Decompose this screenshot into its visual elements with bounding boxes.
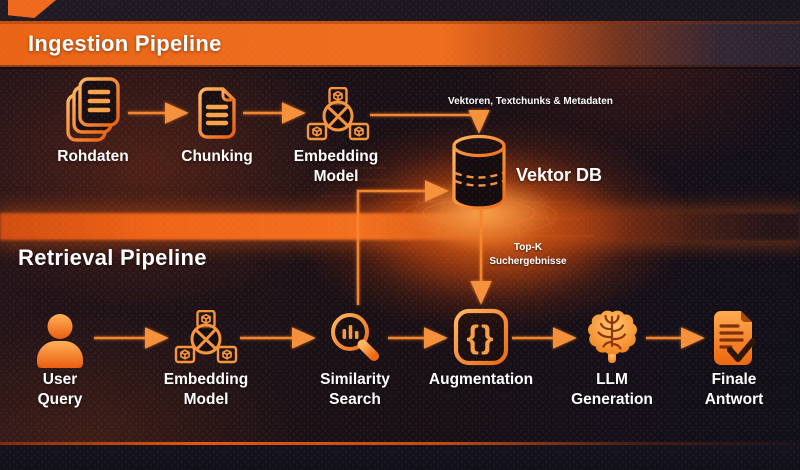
node-label-rohdaten: Rohdaten bbox=[57, 148, 129, 165]
embedding-model-icon bbox=[174, 310, 238, 368]
stacked-documents-icon bbox=[63, 76, 123, 144]
magnifier-bar-chart-icon bbox=[324, 308, 384, 368]
curly-braces-icon: {} bbox=[453, 308, 509, 366]
edge-label-vectors-metadata: Vektoren, Textchunks & Metadaten bbox=[448, 96, 613, 107]
braces-glyph: {} bbox=[467, 319, 496, 355]
node-label-embedding-model-bottom: Embedding Model bbox=[163, 371, 249, 408]
edge-label-top-k: Top-K Suchergebnisse bbox=[489, 242, 567, 267]
database-icon bbox=[451, 133, 507, 211]
document-check-icon bbox=[710, 309, 756, 367]
embedding-model-icon bbox=[306, 87, 370, 145]
arrow-lines bbox=[94, 102, 705, 349]
top-dark-bar bbox=[0, 0, 800, 21]
node-label-llm-generation: LLM Generation bbox=[571, 371, 653, 408]
node-label-user-query: User Query bbox=[37, 371, 83, 408]
section-divider-band bbox=[0, 213, 800, 240]
brain-icon bbox=[583, 309, 641, 366]
node-label-embedding-model-top: Embedding Model bbox=[293, 148, 379, 185]
bottom-dark-bar bbox=[0, 445, 800, 470]
document-icon bbox=[195, 86, 239, 140]
user-icon bbox=[32, 312, 88, 368]
ingestion-banner bbox=[0, 21, 800, 67]
node-label-augmentation: Augmentation bbox=[428, 371, 534, 388]
node-label-finale-antwort: Finale Antwort bbox=[704, 371, 764, 408]
node-label-similarity-search: Similarity Search bbox=[320, 371, 390, 408]
bottom-accent-line bbox=[0, 442, 800, 445]
node-label-vektor-db: Vektor DB bbox=[516, 165, 603, 185]
node-label-chunking: Chunking bbox=[181, 148, 253, 165]
ingestion-pipeline-title: Ingestion Pipeline bbox=[28, 31, 222, 56]
retrieval-pipeline-title: Retrieval Pipeline bbox=[18, 245, 207, 270]
